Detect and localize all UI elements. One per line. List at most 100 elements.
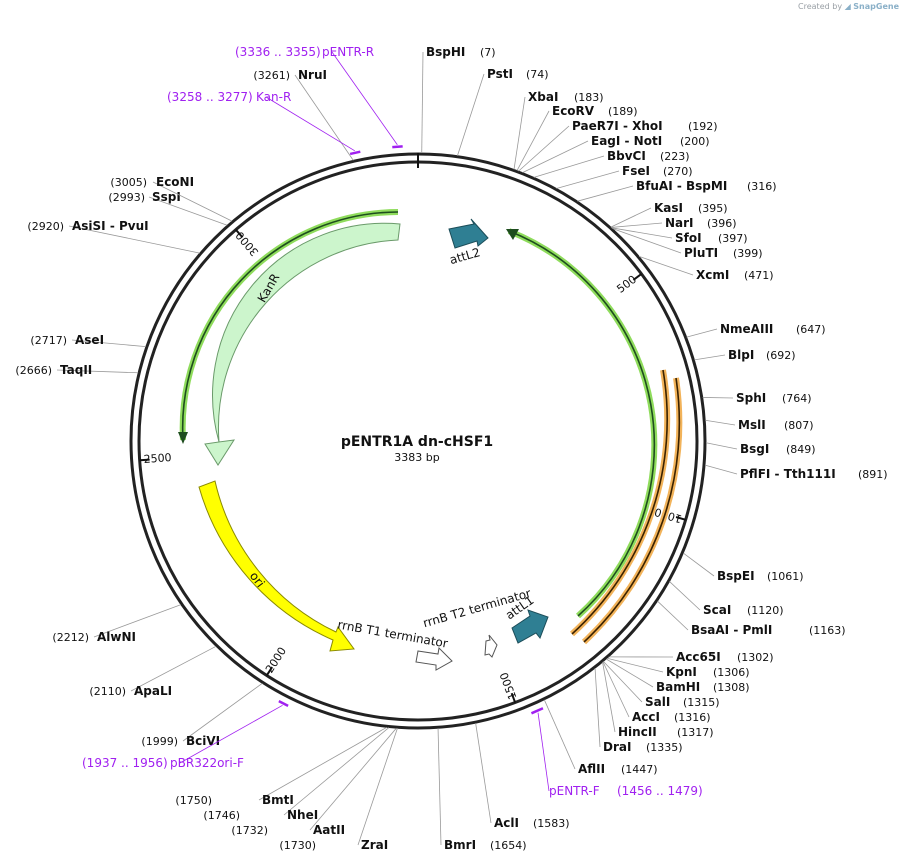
attl1-feature[interactable] xyxy=(511,609,549,644)
enzyme-site[interactable]: KpnI(1306) xyxy=(606,657,750,679)
primer-name: pBR322ori-F xyxy=(170,756,244,770)
enzyme-leader-line xyxy=(694,354,726,361)
enzyme-site[interactable]: NruI(3261) xyxy=(253,68,354,161)
enzyme-name: ZraI xyxy=(361,838,388,852)
enzyme-leader-line xyxy=(68,225,200,254)
enzyme-site[interactable]: PaeR7I - XhoI(192) xyxy=(518,119,718,172)
enzyme-site[interactable]: BspEI(1061) xyxy=(683,552,804,583)
enzyme-position: (189) xyxy=(608,105,638,118)
enzyme-leader-line xyxy=(702,397,734,399)
enzyme-position: (647) xyxy=(796,323,826,336)
enzyme-site[interactable]: AsiSI - PvuI(2920) xyxy=(27,219,200,254)
tick-mark-1000 xyxy=(675,516,686,521)
enzyme-leader-line xyxy=(148,196,228,226)
enzyme-site[interactable]: PluTI(399) xyxy=(612,228,763,260)
enzyme-name: EcoRV xyxy=(552,104,595,118)
enzyme-site[interactable]: BsgI(849) xyxy=(705,442,816,456)
enzyme-name: BfuAI - BspMI xyxy=(636,179,727,193)
enzyme-name: BlpI xyxy=(728,348,754,362)
enzyme-site[interactable]: TaqII(2666) xyxy=(15,363,139,377)
enzyme-leader-line xyxy=(638,255,694,276)
tick-mark-2000 xyxy=(265,666,274,676)
enzyme-position: (1315) xyxy=(683,696,720,709)
enzyme-leader-line xyxy=(152,181,233,222)
enzyme-name: BsaAI - PmlI xyxy=(691,623,772,637)
enzyme-site[interactable]: SalI(1315) xyxy=(603,661,720,709)
enzyme-site[interactable]: AclI(1583) xyxy=(475,723,570,830)
enzyme-position: (1120) xyxy=(747,604,784,617)
enzyme-position: (1163) xyxy=(809,624,846,637)
enzyme-site[interactable]: NarI(396) xyxy=(611,216,737,230)
primer-leader-line xyxy=(179,704,283,764)
enzyme-site[interactable]: AatII(1732) xyxy=(231,727,397,837)
primer-leader-line xyxy=(537,712,550,792)
enzyme-site[interactable]: SfoI(397) xyxy=(611,227,748,245)
enzyme-name: BciVI xyxy=(186,734,220,748)
enzyme-site[interactable]: PflFI - Tth111I(891) xyxy=(704,464,888,481)
enzyme-name: BbvCI xyxy=(607,149,646,163)
enzyme-site[interactable]: BmtI(1750) xyxy=(175,726,387,807)
primer-pentr-r[interactable]: (3336 .. 3355)pENTR-R xyxy=(235,45,403,149)
enzyme-leader-line xyxy=(518,125,570,172)
enzyme-site[interactable]: ScaI (1120) xyxy=(669,581,784,617)
enzyme-leader-line xyxy=(577,185,634,202)
primer-bar xyxy=(349,150,361,156)
enzyme-site[interactable]: AlwNI(2212) xyxy=(52,604,182,644)
enzyme-site[interactable]: DraI(1335) xyxy=(594,668,683,754)
enzyme-position: (471) xyxy=(744,269,774,282)
enzyme-site[interactable]: NmeAIII(647) xyxy=(686,322,826,338)
ori-feature[interactable] xyxy=(198,480,355,652)
enzyme-name: ScaI xyxy=(703,603,731,617)
enzyme-site[interactable]: BbvCI(223) xyxy=(533,149,690,178)
enzyme-site[interactable]: HincII(1317) xyxy=(602,662,714,739)
enzyme-leader-line xyxy=(606,658,654,688)
enzyme-site[interactable]: PstI(74) xyxy=(457,67,549,156)
enzyme-leader-line xyxy=(421,51,424,154)
enzyme-position: (2920) xyxy=(27,220,64,233)
enzyme-position: (316) xyxy=(747,180,777,193)
enzyme-site[interactable]: NheI(1746) xyxy=(203,727,390,822)
enzyme-leader-line xyxy=(258,726,387,801)
enzyme-site[interactable]: BmrI(1654) xyxy=(437,728,527,852)
enzyme-position: (7) xyxy=(480,46,496,59)
primer-pbr322ori-f[interactable]: (1937 .. 1956)pBR322ori-F xyxy=(82,700,289,770)
enzyme-site[interactable]: FseI(270) xyxy=(556,164,693,189)
rrnb-t1-terminator-feature[interactable] xyxy=(415,646,453,671)
enzyme-site[interactable]: SphI(764) xyxy=(702,391,812,405)
enzyme-site[interactable]: AseI(2717) xyxy=(30,333,146,348)
kanr-feature[interactable] xyxy=(204,222,401,466)
enzyme-site[interactable]: AflII(1447) xyxy=(543,699,658,776)
enzyme-site[interactable]: BsaAI - PmlI (1163) xyxy=(657,600,846,637)
enzyme-name: PstI xyxy=(487,67,513,81)
enzyme-position: (396) xyxy=(707,217,737,230)
enzyme-site[interactable]: BlpI(692) xyxy=(694,348,796,362)
enzyme-site[interactable]: BciVI(1999) xyxy=(141,682,263,748)
enzyme-site[interactable]: SspI(2993) xyxy=(108,190,228,226)
enzyme-name: NheI xyxy=(287,808,318,822)
enzyme-site[interactable]: Acc65I(1302) xyxy=(608,650,774,664)
enzyme-site[interactable]: XbaI(183) xyxy=(513,90,604,170)
enzyme-site[interactable]: ApaLI(2110) xyxy=(89,645,217,698)
enzyme-site[interactable]: MslI(807) xyxy=(705,418,814,432)
enzyme-site[interactable]: AccI(1316) xyxy=(602,661,711,724)
enzyme-site[interactable]: BfuAI - BspMI (316) xyxy=(577,179,777,202)
orf-green-right-core xyxy=(508,230,656,617)
enzyme-leader-line xyxy=(669,581,701,611)
enzyme-site[interactable]: BspHI(7) xyxy=(421,45,496,154)
tick-mark-2500 xyxy=(139,458,150,462)
enzyme-site[interactable]: EcoNI(3005) xyxy=(110,175,233,222)
enzyme-position: (2993) xyxy=(108,191,145,204)
primer-kan-r[interactable]: (3258 .. 3277)Kan-R xyxy=(167,90,361,156)
orf-green-right-arrowhead xyxy=(506,229,519,240)
enzyme-site[interactable]: EagI - NotI(200) xyxy=(522,134,710,174)
enzyme-position: (270) xyxy=(663,165,693,178)
primer-pentr-f[interactable]: (1456 .. 1479)pENTR-F xyxy=(530,707,703,798)
enzyme-site[interactable]: BamHI(1308) xyxy=(606,658,750,694)
enzyme-site[interactable]: EcoRV (189) xyxy=(516,104,638,171)
enzyme-site[interactable]: KasI(395) xyxy=(610,201,728,228)
enzyme-site[interactable]: ZraI(1730) xyxy=(279,728,398,852)
attl2-label: attL2 xyxy=(448,245,482,267)
rrnb-t2-terminator-feature[interactable] xyxy=(484,634,498,658)
enzyme-site[interactable]: XcmI(471) xyxy=(638,255,774,282)
attl2-feature[interactable] xyxy=(448,218,489,249)
